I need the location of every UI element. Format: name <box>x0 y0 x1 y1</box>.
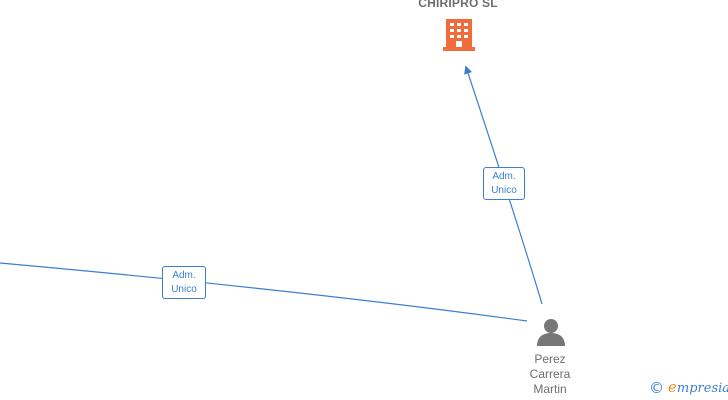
edge-line-left <box>0 262 528 322</box>
person-icon[interactable] <box>536 318 566 346</box>
edge-label-line: Adm. <box>172 270 196 281</box>
brand-logo-rest: mpresia <box>676 381 728 396</box>
company-node-label[interactable]: CHIRIPRO SL <box>418 0 498 10</box>
edge-label-line: Adm. <box>492 171 516 182</box>
edge-label-line: Unico <box>491 185 517 196</box>
person-name-line: Perez <box>534 352 566 366</box>
brand-logo: empresia <box>668 378 728 398</box>
edge-label-company[interactable]: Adm. Unico <box>483 167 525 200</box>
empresia-watermark[interactable]: © empresia <box>649 378 728 398</box>
edge-label-left[interactable]: Adm. Unico <box>162 266 206 299</box>
brand-logo-initial: e <box>668 378 677 396</box>
copyright-icon: © <box>649 379 664 397</box>
person-name-line: Carrera <box>529 367 571 381</box>
edge-line-company <box>464 65 543 305</box>
edge-label-line: Unico <box>171 284 197 295</box>
person-node-label[interactable]: Perez Carrera Martin <box>510 352 590 397</box>
person-name-line: Martin <box>533 382 567 396</box>
building-icon[interactable] <box>443 17 475 51</box>
